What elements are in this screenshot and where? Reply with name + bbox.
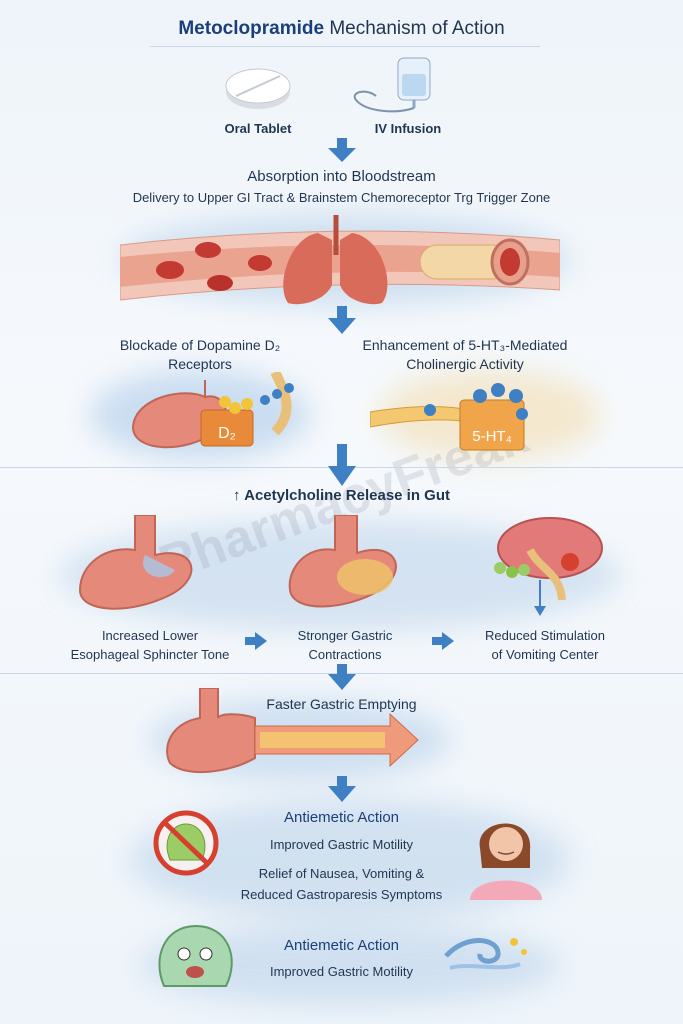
page-title: Metoclopramide Mechanism of Action	[0, 18, 683, 40]
bloodstream-illustration	[120, 215, 560, 305]
5ht-enhancement-label-2: Cholinergic Activity	[406, 356, 524, 372]
effect-vomiting-label-2: of Vomiting Center	[491, 647, 599, 662]
nausea-germ-icon	[158, 924, 233, 987]
flow-arrow-5	[328, 776, 356, 802]
footer-motility: Improved Gastric Motility	[269, 964, 414, 979]
relieved-person-icon	[470, 823, 542, 900]
ach-release-text: Acetylcholine Release in Gut	[244, 487, 451, 504]
d2-blockade-label-2: Receptors	[168, 356, 232, 372]
outcome-relief-1: Relief of Nausea, Vomiting &	[258, 866, 425, 881]
effect-vomiting-label-1: Reduced Stimulation	[485, 628, 605, 643]
outcome-motility: Improved Gastric Motility	[269, 837, 414, 852]
oral-tablet-label: Oral Tablet	[224, 121, 292, 136]
flow-arrow-4	[328, 664, 356, 690]
d2-blockade-label-1: Blockade of Dopamine D₂	[119, 337, 281, 353]
outcome-relief-2: Reduced Gastroparesis Symptoms	[240, 887, 443, 902]
effect-contraction-label-2: Contractions	[308, 647, 382, 662]
5ht-enhancement-label-1: Enhancement of 5-HT₃-Mediated	[362, 337, 568, 353]
ach-release-label: ↑ Acetylcholine Release in Gut	[0, 487, 683, 504]
gastric-emptying-label: Faster Gastric Emptying	[266, 696, 417, 712]
5ht-receptor-illustration	[370, 383, 528, 451]
footer-heading: Antiemetic Action	[283, 937, 400, 954]
title-divider	[150, 46, 540, 47]
effect-les-label-2: Esophageal Sphincter Tone	[70, 647, 230, 662]
d2-receptor-tag: D₂	[218, 425, 236, 442]
absorption-heading: Absorption into Bloodstream	[247, 168, 436, 185]
gastric-emptying-illustration	[166, 688, 419, 774]
title-drug: Metoclopramide	[178, 18, 325, 39]
les-stomach-illustration	[78, 515, 193, 610]
iv-infusion-label: IV Infusion	[374, 121, 442, 136]
brain-illustration	[494, 517, 603, 616]
up-arrow-icon: ↑	[232, 487, 241, 504]
gastric-contraction-illustration	[288, 515, 397, 608]
wind-swirl-icon	[444, 938, 527, 970]
no-nausea-icon	[153, 810, 219, 876]
stomach-d2-illustration	[131, 372, 294, 449]
flow-arrow-3	[328, 444, 356, 486]
outcome-heading: Antiemetic Action	[283, 809, 400, 826]
5ht4-receptor-tag: 5-HT₄	[472, 428, 512, 445]
tablet-icon	[225, 68, 291, 109]
effect-contraction-label-1: Stronger Gastric	[297, 628, 393, 643]
flow-arrow-1	[328, 138, 356, 162]
right-arrow-icon-2	[432, 632, 454, 650]
iv-bag-icon	[353, 57, 431, 113]
right-arrow-icon-1	[245, 632, 267, 650]
absorption-subheading: Delivery to Upper GI Tract & Brainstem C…	[132, 190, 551, 205]
effect-les-label-1: Increased Lower	[101, 628, 199, 643]
title-rest: Mechanism of Action	[324, 18, 505, 39]
flow-arrow-2	[328, 306, 356, 334]
lungs-icon	[283, 215, 388, 305]
